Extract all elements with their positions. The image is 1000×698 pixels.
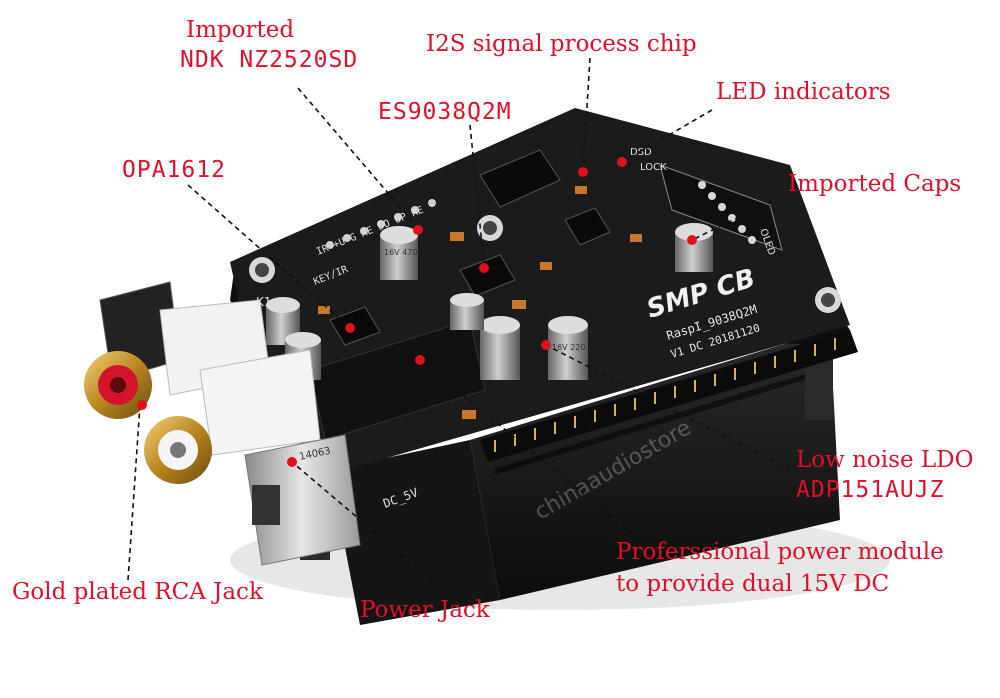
rca-jack-red — [84, 351, 152, 419]
lower-header-front — [330, 440, 500, 625]
label-rca: Gold plated RCA Jack — [12, 579, 263, 605]
marker-dots — [137, 157, 697, 467]
label-opa: OPA1612 — [122, 157, 226, 183]
lower-header-slots — [495, 367, 825, 475]
label-ldo-line1: Low noise LDO — [796, 447, 974, 473]
cap-marking-b: 16V 220 — [552, 343, 585, 352]
label-power-line2: to provide dual 15V DC — [616, 571, 890, 597]
mounting-holes — [249, 215, 841, 313]
oled-pads — [698, 181, 756, 244]
label-es9038: ES9038Q2M — [378, 99, 512, 125]
label-ldo-line2: ADP151AUJZ — [796, 477, 945, 503]
regulator-chip — [564, 207, 611, 246]
lower-header-block — [470, 330, 840, 600]
ir-header-pins — [326, 199, 436, 249]
label-caps: Imported Caps — [788, 171, 962, 197]
smd-tantalum-caps — [318, 186, 642, 419]
gpio-header — [480, 330, 858, 462]
label-led: LED indicators — [716, 79, 891, 105]
opa-chip — [329, 306, 381, 346]
board-dsd: DSD — [630, 147, 652, 158]
gpio-pins — [494, 338, 836, 452]
label-ndk-line2: NDK NZ2520SD — [180, 47, 359, 73]
power-jack-socket — [252, 485, 280, 525]
label-ndk-line1: Imported — [186, 17, 295, 43]
board-k1: K1 — [256, 295, 272, 309]
label-power-line1: Proferssional power module — [616, 539, 944, 565]
power-module — [309, 319, 486, 441]
i2s-chip — [479, 149, 561, 208]
board-lock: LOCK — [640, 162, 667, 173]
rca-jack-white — [144, 416, 212, 484]
label-power-jack: Power Jack — [360, 597, 490, 623]
power-jack — [244, 434, 361, 566]
cap-marking-a: 16V 470 — [384, 248, 417, 257]
es9038-chip — [459, 254, 516, 297]
callout-lines — [127, 57, 791, 593]
label-i2s: I2S signal process chip — [426, 31, 697, 57]
